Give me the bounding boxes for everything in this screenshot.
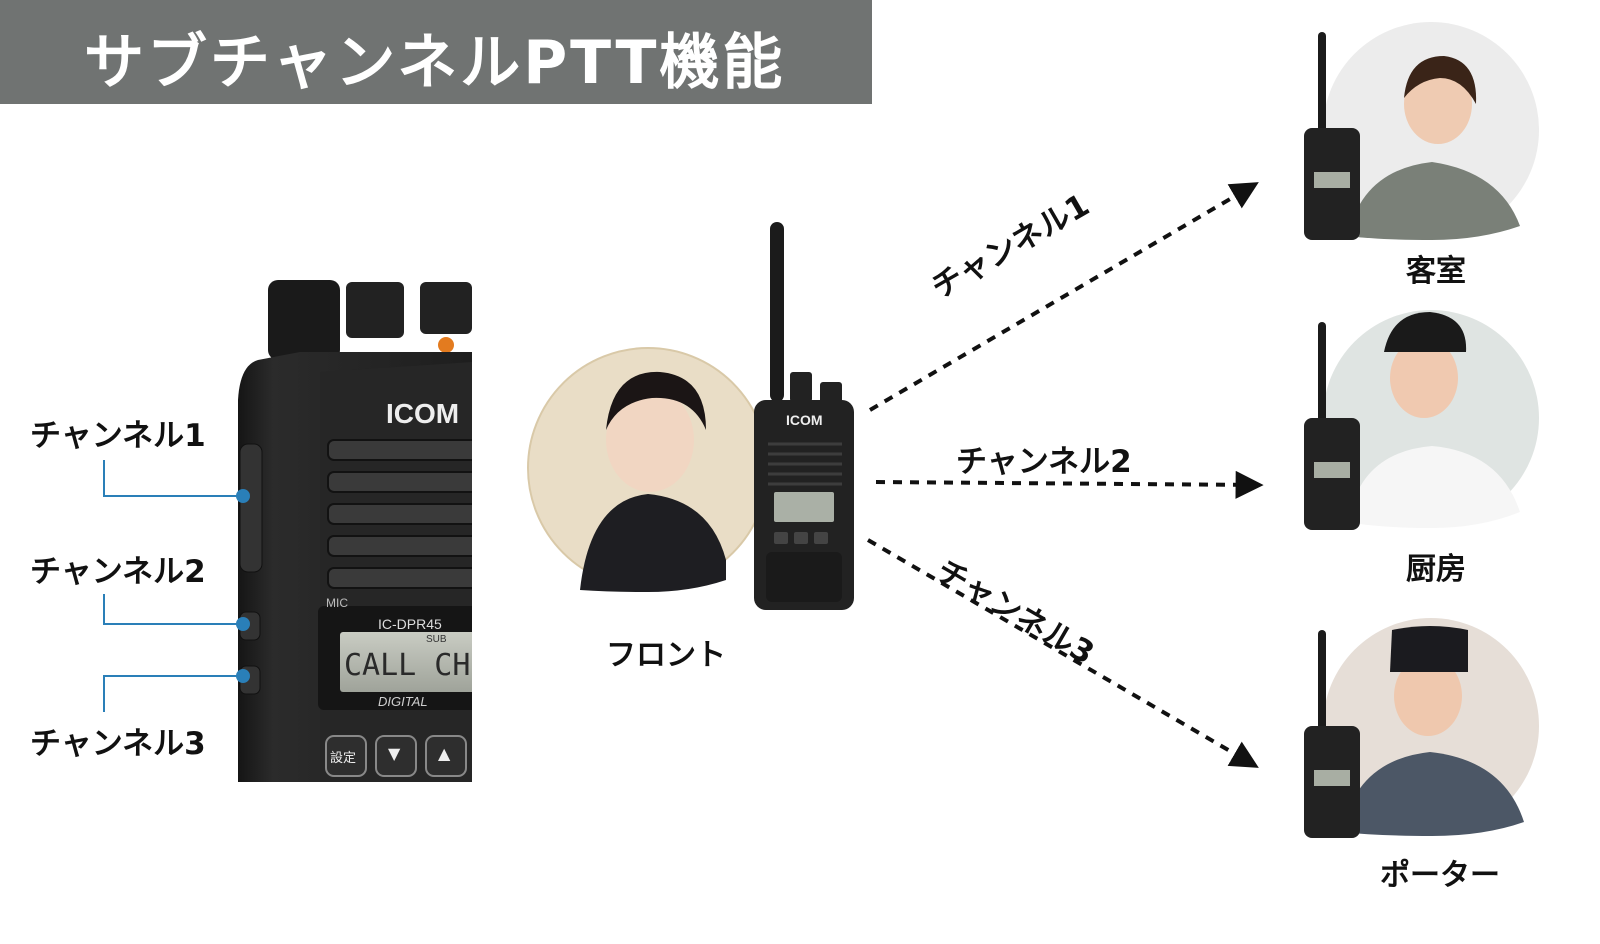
arrow-channel-2: [875, 470, 1264, 499]
connector-channel-1: [103, 460, 243, 497]
key-up-label: ▲: [438, 744, 451, 763]
side-channel-label-3: チャンネル3: [30, 726, 206, 762]
side-channel-label-1: チャンネル1: [30, 418, 206, 454]
closeup-model: IC-DPR45: [378, 616, 442, 632]
channel-knob: [420, 282, 472, 334]
kitchen-staff-photo: [1323, 310, 1539, 528]
arrow-channel-1: [868, 182, 1259, 412]
front-desk-label: フロント: [606, 638, 726, 673]
connector-dot-3: [236, 669, 250, 683]
ptt-indicator-led: [438, 337, 454, 353]
closeup-display-text: CALL CH: [344, 648, 471, 683]
destination-label-kitchen: 厨房: [1406, 552, 1466, 587]
key-down: [375, 735, 417, 777]
closeup-lcd: [340, 632, 472, 692]
side-channel-label-2: チャンネル2: [30, 554, 206, 590]
center-radio: [754, 222, 854, 610]
porter-staff-photo: [1323, 618, 1539, 836]
connector-channel-2: [103, 594, 243, 625]
title-bar: サブチャンネルPTT機能: [0, 0, 872, 104]
key-down-label: ▼: [388, 744, 401, 763]
connector-dot-2: [236, 617, 250, 631]
key-settings: [325, 735, 367, 777]
kitchen-radio: [1304, 322, 1360, 530]
destination-label-guest-room: 客室: [1406, 254, 1466, 289]
porter-radio: [1304, 630, 1360, 838]
page-title: サブチャンネルPTT機能: [84, 28, 786, 98]
closeup-sub-indicator: SUB: [426, 634, 447, 645]
arrow-label-channel-2: チャンネル2: [956, 444, 1132, 480]
side-button-1: [239, 443, 263, 573]
guest-room-staff-photo: [1323, 22, 1539, 240]
connector-dot-1: [236, 489, 250, 503]
center-radio-brand: ICOM: [786, 412, 823, 428]
arrow-channel-3: [866, 538, 1259, 768]
volume-knob: [346, 282, 404, 338]
closeup-mic-label: MIC: [326, 596, 348, 610]
front-desk-photo: [527, 347, 769, 592]
closeup-digital-label: DIGITAL: [378, 694, 428, 709]
key-up: [425, 735, 467, 777]
destination-label-porter: ポーター: [1380, 858, 1500, 893]
connector-channel-3: [103, 675, 243, 712]
key-settings-label: 設定: [330, 751, 357, 766]
closeup-brand: ICOM: [386, 398, 460, 429]
guest-room-radio: [1304, 32, 1360, 240]
antenna-base: [268, 280, 340, 360]
